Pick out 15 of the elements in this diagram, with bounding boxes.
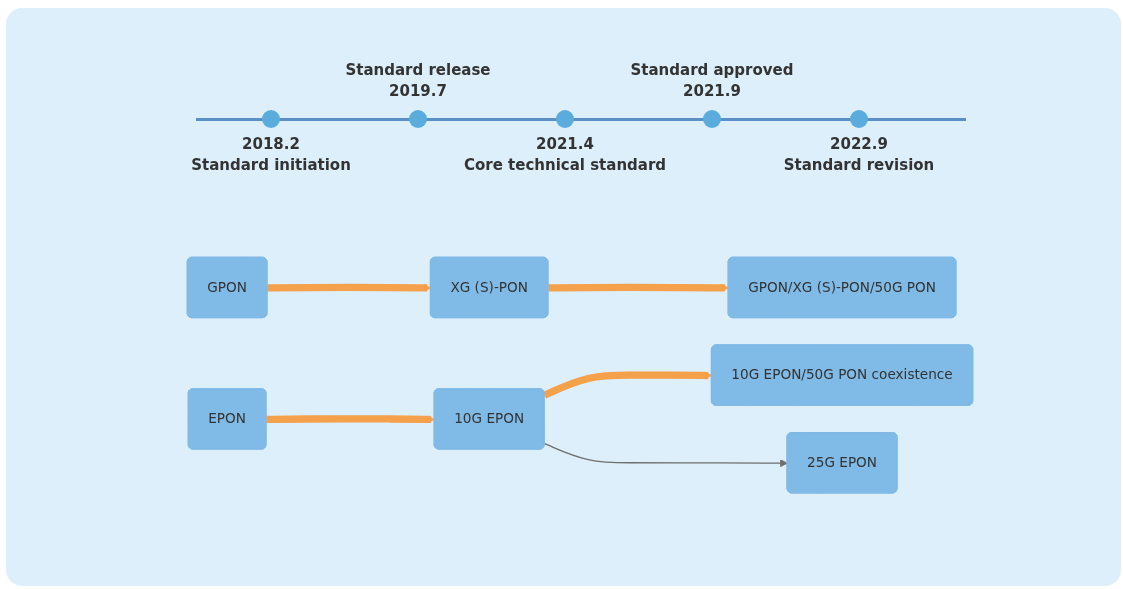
arrow (543, 442, 788, 468)
arrow (267, 283, 432, 292)
timeline-date: 2019.7 (388, 81, 448, 102)
milestone-label: Standard initiation (190, 155, 352, 176)
timeline-date: 2021.4 (535, 134, 595, 155)
arrow (266, 415, 435, 424)
timeline-date: 2021.9 (682, 81, 742, 102)
milestone-label: Standard approved (629, 60, 795, 81)
milestone-label: Core technical standard (462, 155, 668, 176)
timeline-date: 2022.9 (829, 134, 889, 155)
arrow (543, 371, 713, 399)
milestone-label: Standard revision (782, 155, 936, 176)
timeline-date: 2018.2 (241, 134, 301, 155)
milestone-label: Standard release (344, 60, 492, 81)
arrow (548, 283, 729, 292)
